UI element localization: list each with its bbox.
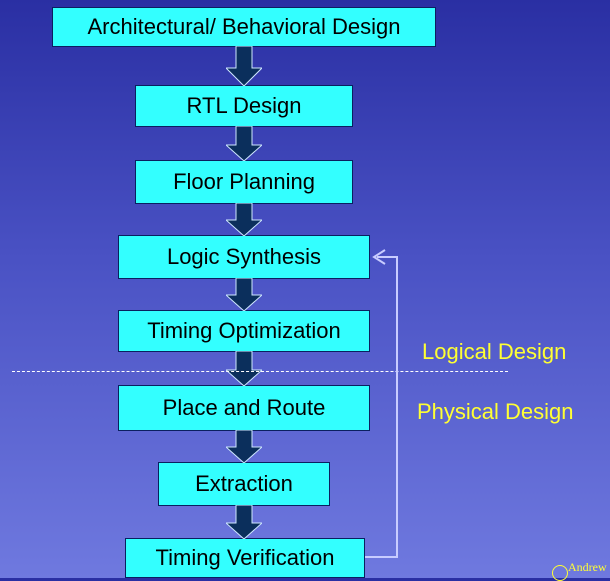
- down-arrow-icon: [226, 203, 262, 236]
- step-label: Floor Planning: [173, 169, 315, 194]
- feedback-loop-arrow: [365, 249, 398, 558]
- down-arrow-icon: [226, 351, 262, 386]
- step-label: Architectural/ Behavioral Design: [87, 14, 401, 39]
- step-floor-planning: Floor Planning: [135, 160, 353, 204]
- step-label: Timing Verification: [155, 545, 335, 570]
- down-arrow-icon: [226, 46, 262, 86]
- down-arrow-icon: [226, 505, 262, 539]
- step-label: Timing Optimization: [147, 318, 341, 343]
- step-label: Extraction: [195, 471, 293, 496]
- step-timing-verification: Timing Verification: [125, 538, 365, 578]
- physical-design-label: Physical Design: [417, 399, 574, 424]
- step-label: Logic Synthesis: [166, 244, 322, 269]
- author-credit: Andrew B.: [568, 560, 610, 574]
- down-arrow-icon: [226, 278, 262, 311]
- logical-physical-divider: [12, 371, 508, 372]
- step-architectural-behavioral-design: Architectural/ Behavioral Design: [52, 7, 436, 47]
- step-label: RTL Design: [186, 93, 302, 118]
- step-logic-synthesis: Logic Synthesis: [118, 235, 370, 279]
- step-label: Place and Route: [162, 395, 326, 420]
- down-arrow-icon: [226, 430, 262, 463]
- author-logo-icon: [552, 565, 568, 581]
- step-place-and-route: Place and Route: [118, 385, 370, 431]
- logical-design-label: Logical Design: [422, 339, 567, 364]
- step-extraction: Extraction: [158, 462, 330, 506]
- down-arrow-icon: [226, 126, 262, 161]
- step-rtl-design: RTL Design: [135, 85, 353, 127]
- step-timing-optimization: Timing Optimization: [118, 310, 370, 352]
